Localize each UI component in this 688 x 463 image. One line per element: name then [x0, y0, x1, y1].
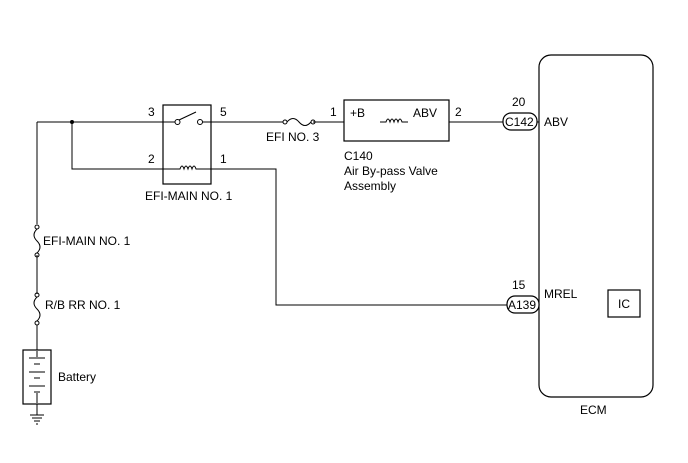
- junction-dot: [70, 120, 74, 124]
- efi-main-fuse-label: EFI-MAIN NO. 1: [43, 234, 131, 248]
- valve-name-line2: Assembly: [344, 179, 396, 193]
- ecm-box: [538, 54, 654, 398]
- ecm-terminal-mrel: MREL: [544, 287, 578, 301]
- air-bypass-valve: [343, 99, 450, 142]
- ic-box: [607, 289, 641, 318]
- valve-connector: C140: [344, 149, 373, 163]
- valve-name-line1: Air By-pass Valve: [344, 164, 438, 178]
- efi-main-fuse: [33, 224, 41, 258]
- relay-pin-2: 2: [148, 152, 155, 166]
- a139-label: A139: [508, 298, 536, 312]
- ground-icon: [30, 414, 44, 425]
- c142-connector: [502, 112, 538, 131]
- battery-symbol: [22, 349, 52, 405]
- battery-label: Battery: [58, 370, 96, 384]
- valve-pin-1: 1: [330, 105, 337, 119]
- valve-terminal-abv: ABV: [413, 106, 437, 120]
- relay-label: EFI-MAIN NO. 1: [145, 189, 233, 203]
- efi-no3-fuse: [282, 118, 316, 126]
- valve-pin-2: 2: [455, 105, 462, 119]
- ic-label: IC: [618, 297, 630, 311]
- a139-connector: [506, 295, 540, 314]
- valve-terminal-b: +B: [350, 106, 365, 120]
- wires: [36, 121, 608, 415]
- ecm-terminal-abv: ABV: [544, 115, 568, 129]
- rb-rr-fuse: [33, 292, 41, 326]
- relay-pin-5: 5: [220, 105, 227, 119]
- efi-no3-label: EFI NO. 3: [266, 130, 320, 144]
- rb-rr-fuse-label: R/B RR NO. 1: [45, 298, 121, 312]
- ecm-label: ECM: [580, 403, 607, 417]
- a139-pin: 15: [512, 278, 526, 292]
- efi-main-relay: [162, 104, 212, 185]
- c142-label: C142: [505, 115, 534, 129]
- relay-pin-3: 3: [148, 105, 155, 119]
- relay-pin-1: 1: [220, 152, 227, 166]
- c142-pin: 20: [512, 95, 526, 109]
